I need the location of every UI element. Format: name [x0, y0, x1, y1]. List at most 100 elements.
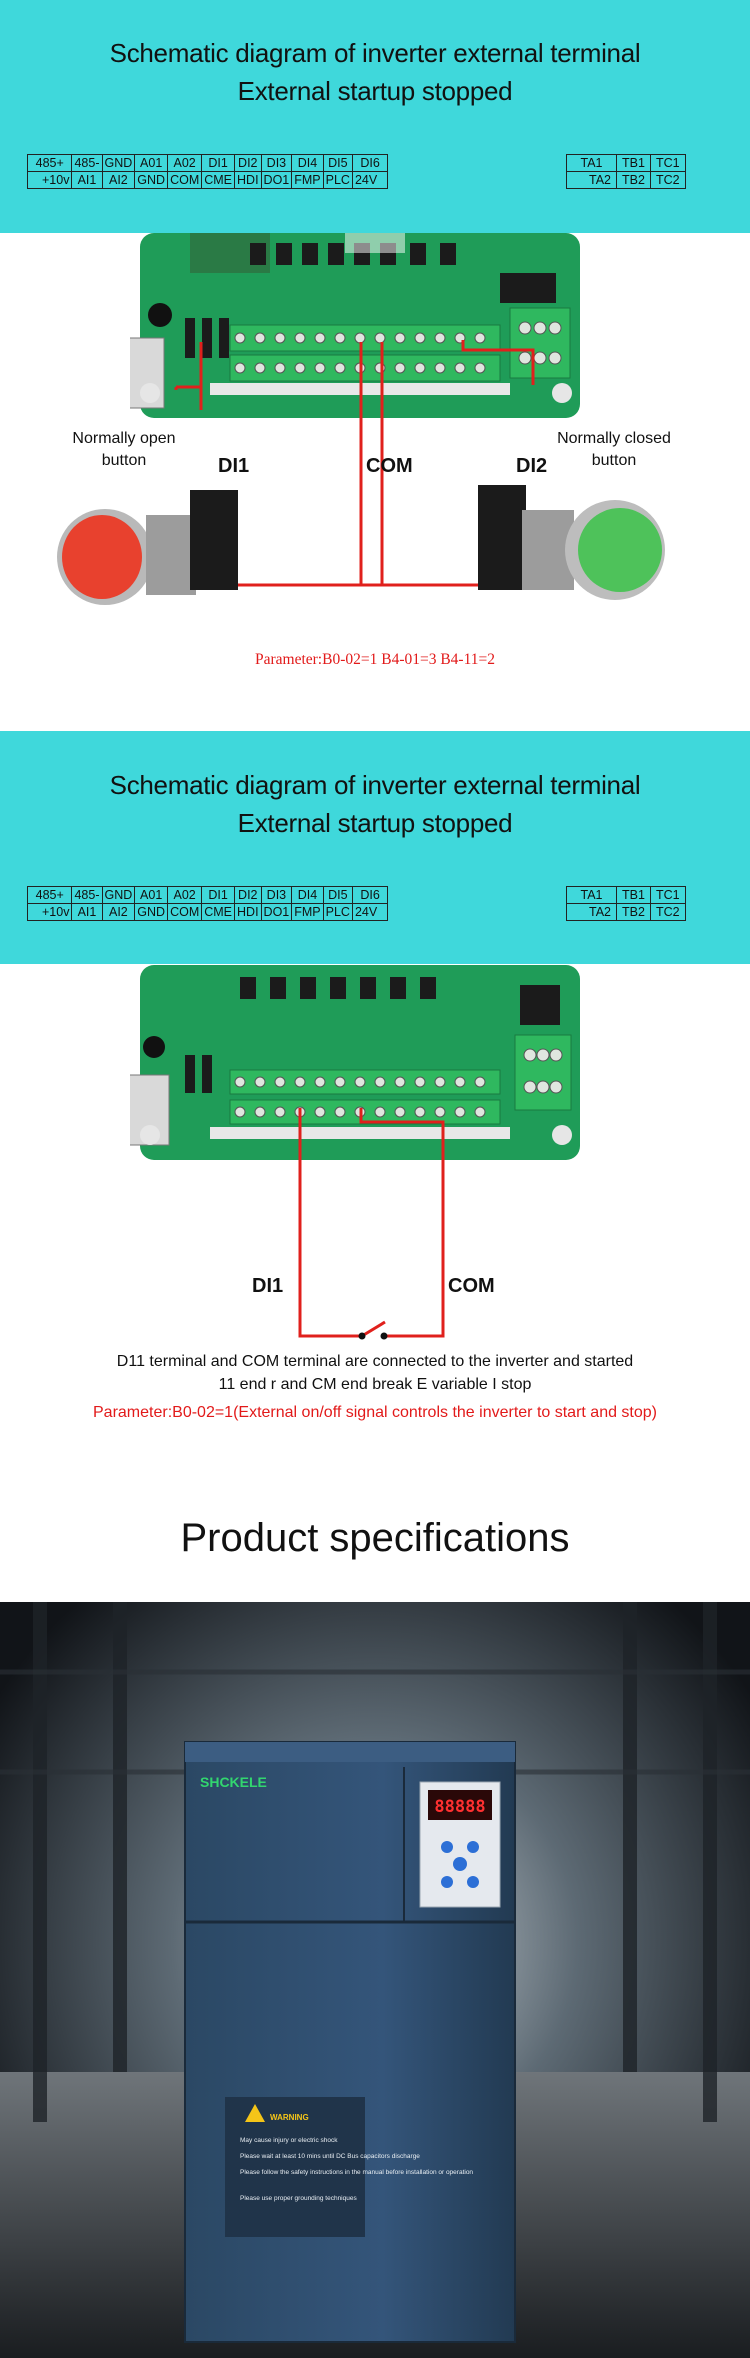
section2-note-line2: 11 end r and CM end break E variable I s…: [218, 1376, 532, 1393]
terminal-cell: A01: [134, 154, 169, 172]
terminal-cell: DI2: [234, 886, 262, 904]
terminal-cell: COM: [167, 903, 203, 921]
terminal-cell: HDI: [234, 171, 262, 189]
warehouse-background: 88888 SHCKELE WARNING May cause injury o…: [0, 1602, 750, 2358]
relay-cell: TB2: [616, 171, 651, 189]
normally-open-button: [57, 490, 238, 605]
terminal-cell: 485-: [71, 886, 103, 904]
label-normally-closed: Normally closed button: [557, 430, 671, 469]
terminal-cell: COM: [167, 171, 203, 189]
relay-cell: TA1: [566, 154, 617, 172]
warning-title: WARNING: [270, 2113, 309, 2122]
relay-row-top: TA1 TB1 TC1: [566, 886, 686, 904]
terminal-cell: 485-: [71, 154, 103, 172]
label-di2: DI2: [516, 455, 548, 477]
section2-title-line1: Schematic diagram of inverter external t…: [109, 770, 641, 800]
terminal-cell: AI2: [101, 171, 136, 189]
terminal-cell: AI1: [71, 903, 103, 921]
relay-cell: TC1: [649, 886, 686, 904]
terminal-cell: DI1: [201, 886, 236, 904]
label-di1: DI1: [218, 455, 250, 477]
label-di1: DI1: [252, 1275, 284, 1297]
terminal-cell: FMP: [291, 903, 324, 921]
section1-relay-table: TA1 TB1 TC1 TA2 TB2 TC2: [566, 154, 686, 189]
terminal-cell: PLC: [322, 171, 353, 189]
section1-control-board: [130, 233, 580, 418]
terminal-cell: 485+: [26, 886, 73, 904]
product-photo: 88888 SHCKELE WARNING May cause injury o…: [0, 1602, 750, 2358]
terminal-cell: 24V: [351, 903, 389, 921]
section2-parameter: Parameter:B0-02=1(External on/off signal…: [93, 1404, 657, 1421]
relay-cell: TA1: [566, 886, 617, 904]
section1-title-line2: External startup stopped: [237, 76, 513, 106]
relay-row-bottom: TA2 TB2 TC2: [566, 903, 686, 921]
terminal-cell: GND: [134, 903, 169, 921]
terminal-cell: +10v: [26, 171, 73, 189]
relay-cell: TC1: [649, 154, 686, 172]
warning-line: Please use proper grounding techniques: [240, 2195, 357, 2202]
brand-label: SHCKELE: [200, 1774, 267, 1790]
terminal-cell: DI1: [201, 154, 236, 172]
display-readout: 88888: [434, 1797, 485, 1817]
relay-row-bottom: TA2 TB2 TC2: [566, 171, 686, 189]
relay-cell: TB1: [616, 886, 651, 904]
terminal-cell: DI5: [322, 886, 353, 904]
relay-cell: TC2: [649, 903, 686, 921]
terminal-cell: GND: [101, 886, 136, 904]
terminal-cell: DI4: [291, 886, 324, 904]
section2-relay-table: TA1 TB1 TC1 TA2 TB2 TC2: [566, 886, 686, 921]
warning-line: Please wait at least 10 mins until DC Bu…: [240, 2153, 420, 2160]
terminal-cell: AI2: [101, 903, 136, 921]
terminal-cell: DI3: [260, 154, 293, 172]
section1-terminal-table: 485+ 485- GND A01 A02 DI1 DI2 DI3 DI4 DI…: [26, 154, 389, 189]
terminal-row-top: 485+ 485- GND A01 A02 DI1 DI2 DI3 DI4 DI…: [26, 886, 389, 904]
relay-cell: TA2: [566, 903, 617, 921]
terminal-cell: GND: [101, 154, 136, 172]
product-specifications-title: Product specifications: [180, 1516, 570, 1560]
terminal-cell: HDI: [234, 903, 262, 921]
label-com: COM: [448, 1275, 495, 1297]
terminal-cell: 24V: [351, 171, 389, 189]
terminal-cell: A01: [134, 886, 169, 904]
terminal-cell: A02: [167, 154, 203, 172]
section2-wiring-switch: [298, 1108, 445, 1340]
terminal-cell: +10v: [26, 903, 73, 921]
section2-note-line1: D11 terminal and COM terminal are connec…: [116, 1353, 634, 1370]
terminal-cell: DI6: [351, 154, 389, 172]
terminal-cell: DI3: [260, 886, 293, 904]
terminal-cell: PLC: [322, 903, 353, 921]
terminal-cell: FMP: [291, 171, 324, 189]
terminal-cell: CME: [201, 903, 236, 921]
terminal-cell: A02: [167, 886, 203, 904]
terminal-cell: GND: [134, 171, 169, 189]
terminal-cell: DO1: [260, 903, 293, 921]
terminal-cell: DO1: [260, 171, 293, 189]
terminal-row-bottom: +10v AI1 AI2 GND COM CME HDI DO1 FMP PLC…: [26, 903, 389, 921]
label-com: COM: [366, 455, 413, 477]
section2-control-board: [130, 965, 580, 1160]
warning-icon: [245, 2104, 265, 2122]
terminal-cell: DI4: [291, 154, 324, 172]
terminal-cell: DI6: [351, 886, 389, 904]
relay-row-top: TA1 TB1 TC1: [566, 154, 686, 172]
terminal-cell: DI2: [234, 154, 262, 172]
terminal-row-top: 485+ 485- GND A01 A02 DI1 DI2 DI3 DI4 DI…: [26, 154, 389, 172]
terminal-cell: AI1: [71, 171, 103, 189]
warning-line: Please follow the safety instructions in…: [240, 2169, 473, 2176]
section2-title-line2: External startup stopped: [237, 808, 513, 838]
relay-cell: TA2: [566, 171, 617, 189]
relay-cell: TB1: [616, 154, 651, 172]
section2-terminal-table: 485+ 485- GND A01 A02 DI1 DI2 DI3 DI4 DI…: [26, 886, 389, 921]
section1-parameter: Parameter:B0-02=1 B4-01=3 B4-11=2: [254, 651, 496, 668]
terminal-cell: 485+: [26, 154, 73, 172]
relay-cell: TB2: [616, 903, 651, 921]
relay-cell: TC2: [649, 171, 686, 189]
terminal-row-bottom: +10v AI1 AI2 GND COM CME HDI DO1 FMP PLC…: [26, 171, 389, 189]
terminal-cell: DI5: [322, 154, 353, 172]
section1-banner: [0, 0, 750, 233]
section1-title-line1: Schematic diagram of inverter external t…: [109, 38, 641, 68]
terminal-cell: CME: [201, 171, 236, 189]
normally-closed-button: [478, 485, 665, 600]
label-normally-open: Normally open button: [72, 430, 176, 469]
warning-line: May cause injury or electric shock: [240, 2137, 338, 2144]
